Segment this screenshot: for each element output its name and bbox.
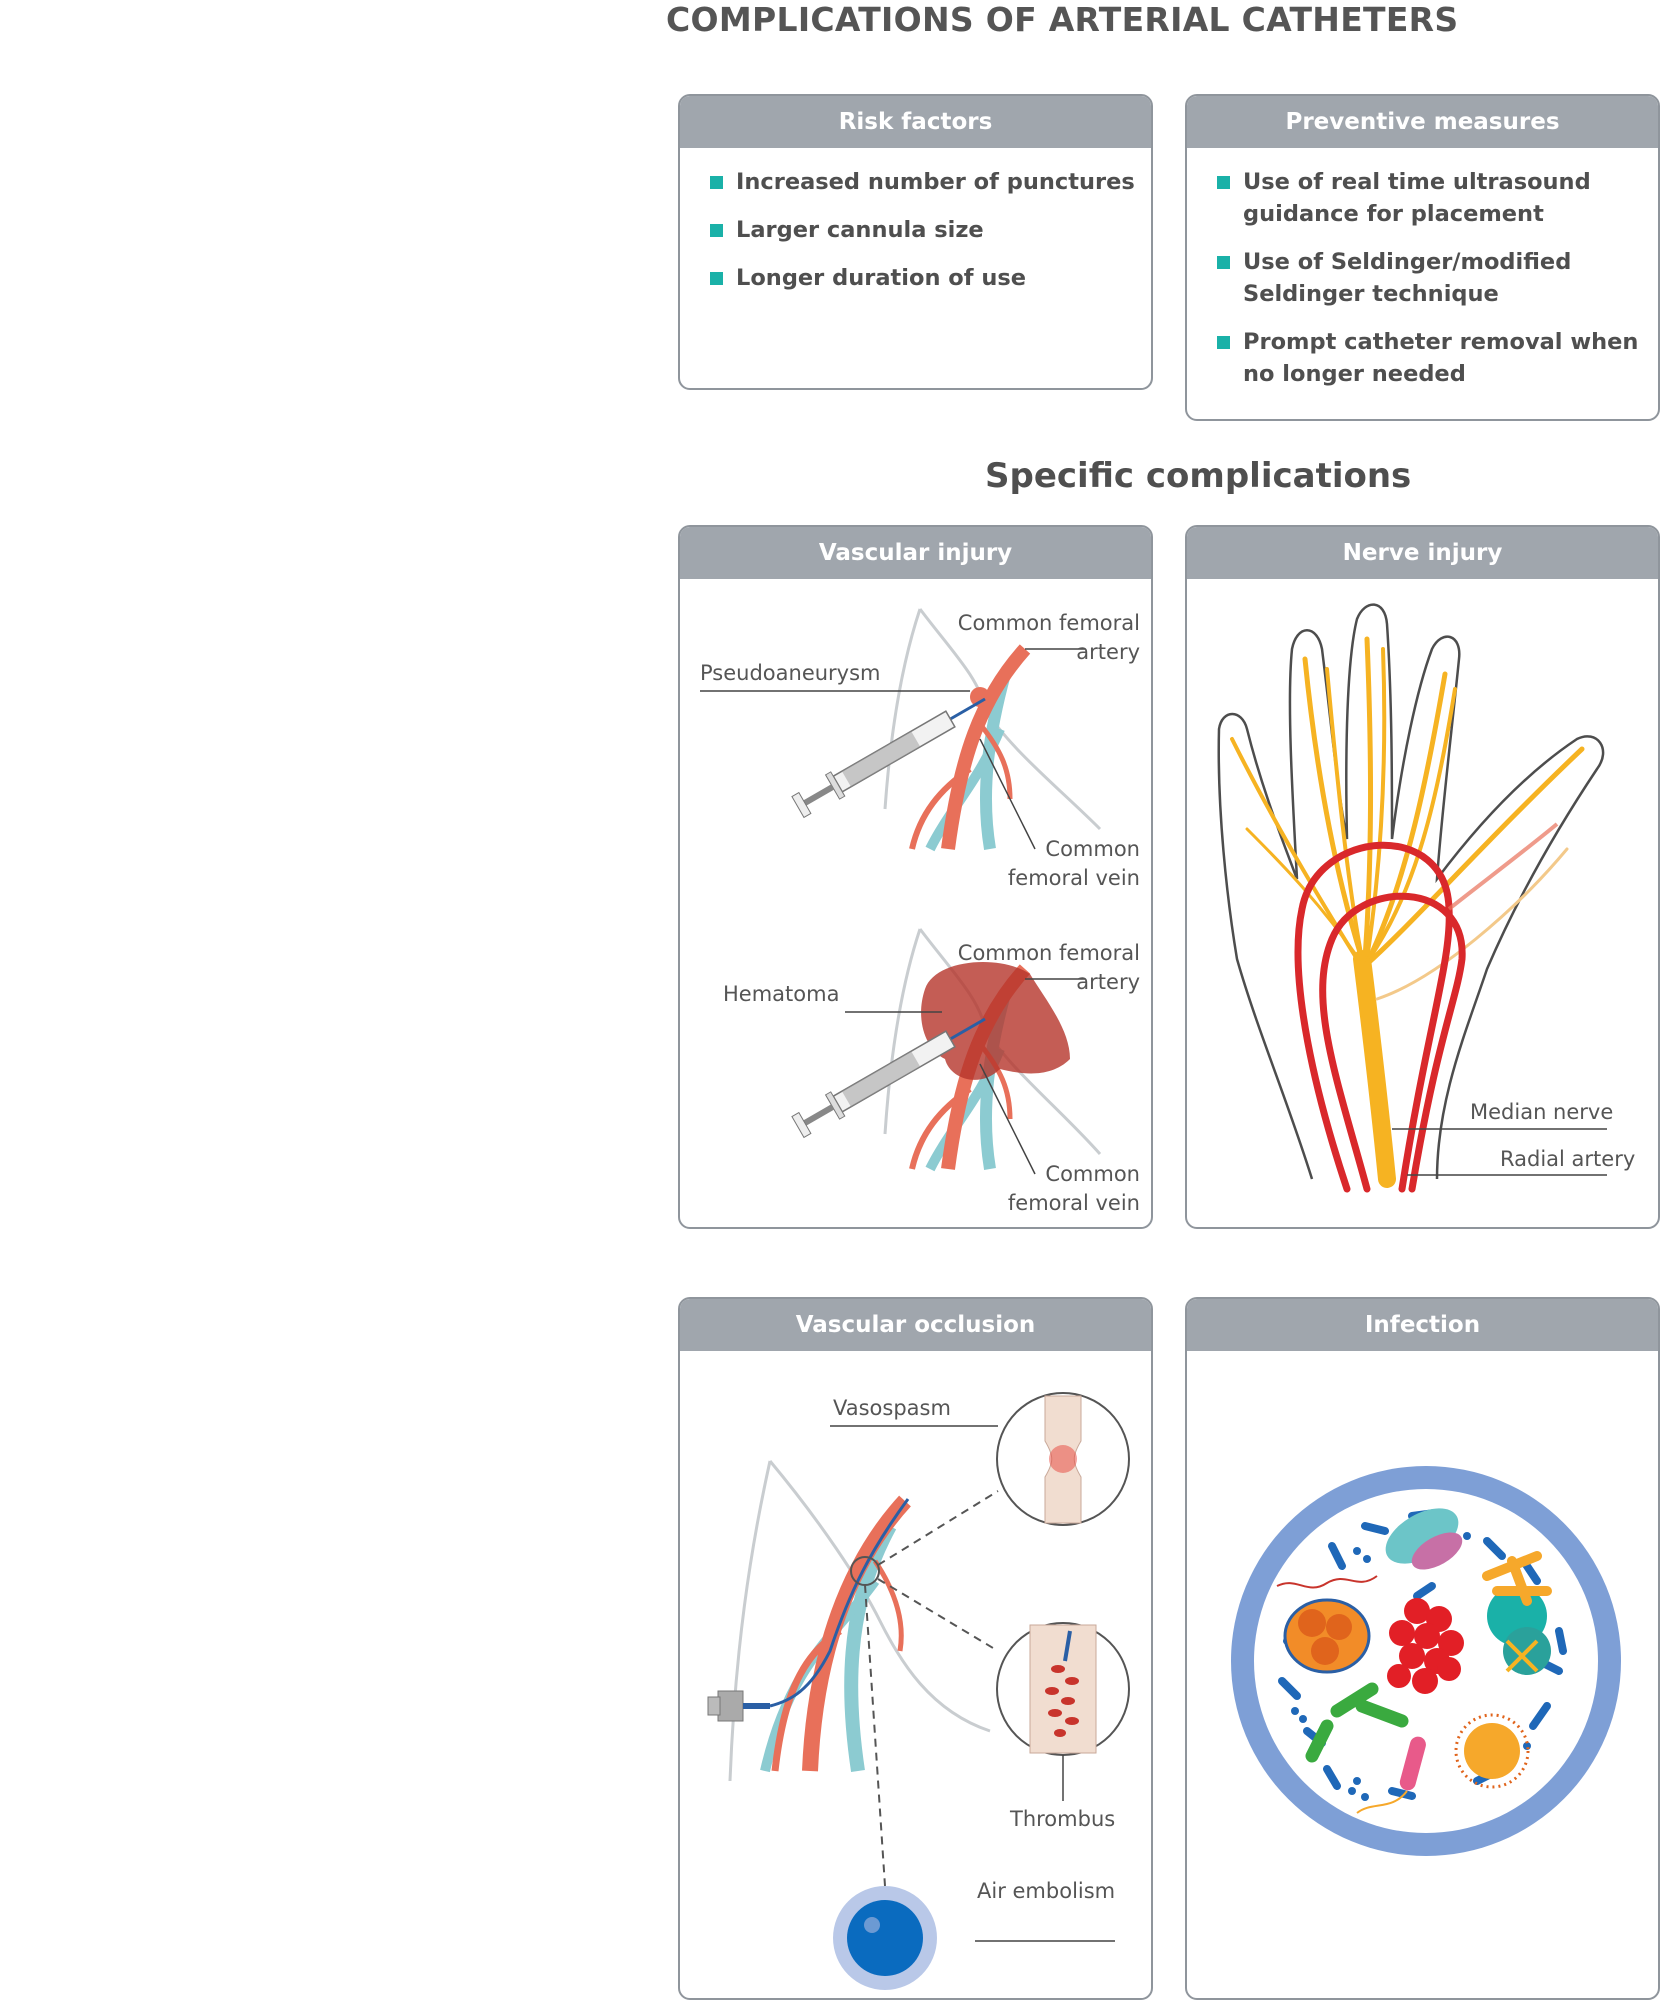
risk-factors-list: Increased number of punctures Larger can… — [710, 166, 1151, 294]
specific-complications-title: Specific complications — [985, 456, 1412, 496]
vascular-injury-card: Vascular injury — [678, 525, 1153, 1229]
air-embolism-bubble — [833, 1886, 937, 1990]
pseudoaneurysm-label: Pseudoaneurysm — [700, 661, 881, 685]
preventive-measures-card: Preventive measures Use of real time ult… — [1185, 94, 1660, 421]
fungal-cell — [1385, 1508, 1551, 1675]
vascular-occlusion-header: Vascular occlusion — [680, 1299, 1151, 1351]
nerve-injury-card: Nerve injury Median nerve Radial artery — [1185, 525, 1660, 1229]
vascular-occlusion-illustration — [707, 1392, 1130, 1990]
risk-factors-card: Risk factors Increased number of punctur… — [678, 94, 1153, 390]
thrombus-label: Thrombus — [1010, 1807, 1116, 1831]
median-nerve-label: Median nerve — [1470, 1100, 1614, 1124]
air-embolism-label: Air embolism — [977, 1879, 1116, 1903]
preventive-measures-header: Preventive measures — [1187, 96, 1658, 148]
main-title: COMPLICATIONS OF ARTERIAL CATHETERS — [666, 0, 1459, 39]
staph-cluster — [1387, 1598, 1464, 1694]
nerve-injury-header: Nerve injury — [1187, 527, 1658, 579]
radial-artery-label: Radial artery — [1500, 1147, 1636, 1171]
vascular-occlusion-card: Vascular occlusion — [678, 1297, 1153, 2000]
risk-factor-item: Increased number of punctures — [710, 166, 1151, 198]
petri-dish-illustration — [1231, 1466, 1621, 1856]
risk-factors-header: Risk factors — [680, 96, 1151, 148]
green-bacilli — [1305, 1682, 1409, 1763]
vascular-injury-illustration — [700, 608, 1102, 1175]
thrombus-inset — [996, 1622, 1130, 1756]
hand-illustration — [1217, 603, 1607, 1193]
protozoa-orange — [1283, 1598, 1371, 1674]
syringe-icon — [791, 1017, 986, 1139]
virus-icon — [1454, 1713, 1530, 1789]
hematoma-label: Hematoma — [723, 982, 840, 1006]
risk-factor-item: Larger cannula size — [710, 214, 1151, 246]
syringe-icon — [791, 697, 986, 819]
vasospasm-inset — [996, 1392, 1130, 1526]
infection-card: Infection — [1185, 1297, 1660, 2000]
vasospasm-label: Vasospasm — [833, 1396, 951, 1420]
vascular-injury-header: Vascular injury — [680, 527, 1151, 579]
hematoma-blob — [921, 962, 1070, 1080]
branching-fungus — [1482, 1551, 1552, 1606]
catheter-hub-icon — [707, 1690, 770, 1722]
risk-factor-item: Longer duration of use — [710, 262, 1151, 294]
infection-header: Infection — [1187, 1299, 1658, 1351]
pseudoaneurysm-bulge — [970, 687, 990, 707]
